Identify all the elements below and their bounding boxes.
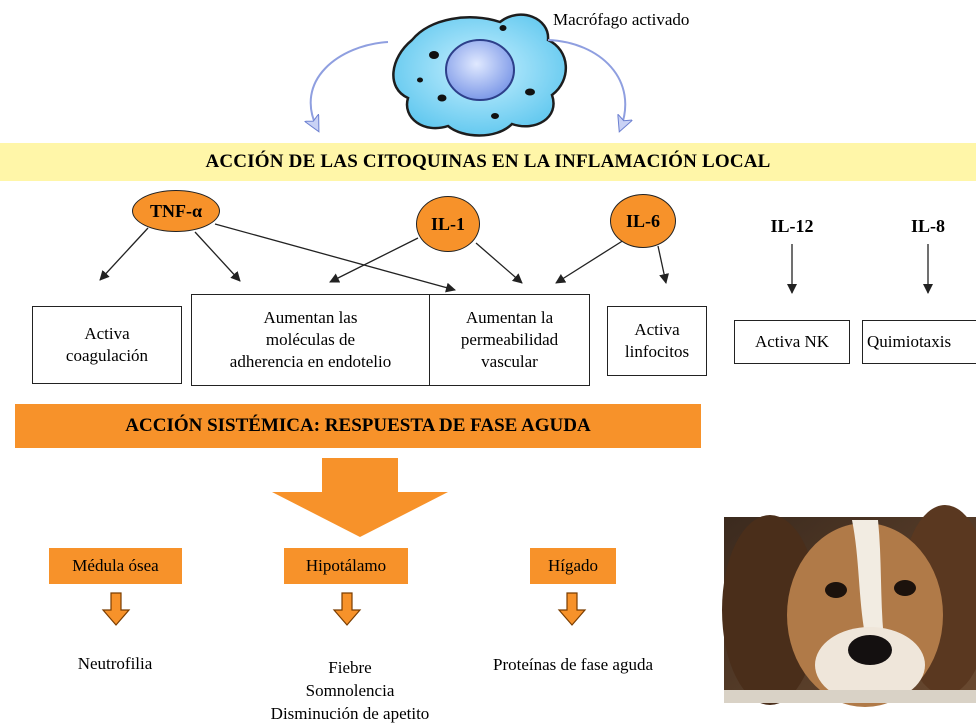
organ-liver-label: Hígado [547, 556, 599, 575]
cytokine-il8: IL-8 [910, 216, 945, 236]
organ-bone-marrow: Médula ósea [49, 548, 182, 584]
local-action-banner [0, 143, 976, 181]
organ-liver: Hígado [530, 548, 616, 584]
macrophage-cell-icon [392, 13, 568, 137]
effect-chemotaxis-text: Quimiotaxis [867, 332, 952, 351]
effect-nk: Activa NK [734, 320, 850, 364]
systemic-action-banner [15, 404, 701, 448]
small-down-arrow-icon [557, 592, 587, 626]
effect-nk-text: Activa NK [754, 332, 830, 351]
cytokine-arrows [99, 223, 933, 294]
cytokine-tnf-label: TNF-α [149, 200, 203, 221]
cytokine-il1-label: IL-1 [430, 213, 465, 234]
cytokine-il1: IL-1 [416, 196, 480, 252]
effect-coagulation: Activa coagulación [32, 306, 182, 384]
macrophage-label: Macrófago activado [553, 10, 690, 29]
curved-arrow-left-icon [311, 41, 389, 130]
cytokine-il6: IL-6 [610, 194, 676, 248]
organ-bone-marrow-label: Médula ósea [72, 556, 159, 575]
cytokine-il6-label: IL-6 [625, 210, 660, 231]
effect-adhesion: Aumentan las moléculas de adherencia en … [191, 294, 430, 386]
organ-hypothalamus-label: Hipotálamo [305, 556, 387, 575]
cytokine-il12: IL-12 [770, 216, 814, 236]
cytokine-tnf: TNF-α [132, 190, 220, 232]
beagle-photo [722, 505, 976, 707]
big-down-arrow-icon [272, 458, 448, 537]
effect-coagulation-text: Activa coagulación [65, 324, 149, 365]
effect-lymphocytes-text: Activa linfocitos [624, 320, 690, 361]
systemic-action-title: ACCIÓN SISTÉMICA: RESPUESTA DE FASE AGUD… [125, 415, 591, 436]
local-action-title: ACCIÓN DE LAS CITOQUINAS EN LA INFLAMACI… [205, 151, 771, 172]
effect-permeability: Aumentan la permeabilidad vascular [429, 294, 590, 386]
result-neutrophilia: Neutrofilia [77, 654, 153, 673]
small-down-arrow-icon [332, 592, 362, 626]
curved-arrow-right-icon [547, 39, 625, 130]
result-liver: Proteínas de fase aguda [492, 655, 654, 674]
organ-hypothalamus: Hipotálamo [284, 548, 408, 584]
effect-permeability-text: Aumentan la permeabilidad vascular [460, 308, 559, 371]
effect-adhesion-text: Aumentan las moléculas de adherencia en … [229, 308, 392, 371]
effect-lymphocytes: Activa linfocitos [607, 306, 707, 376]
result-hypothalamus: Fiebre Somnolencia Disminución de apetit… [270, 658, 430, 723]
effect-chemotaxis: Quimiotaxis [862, 320, 976, 364]
small-down-arrow-icon [101, 592, 131, 626]
